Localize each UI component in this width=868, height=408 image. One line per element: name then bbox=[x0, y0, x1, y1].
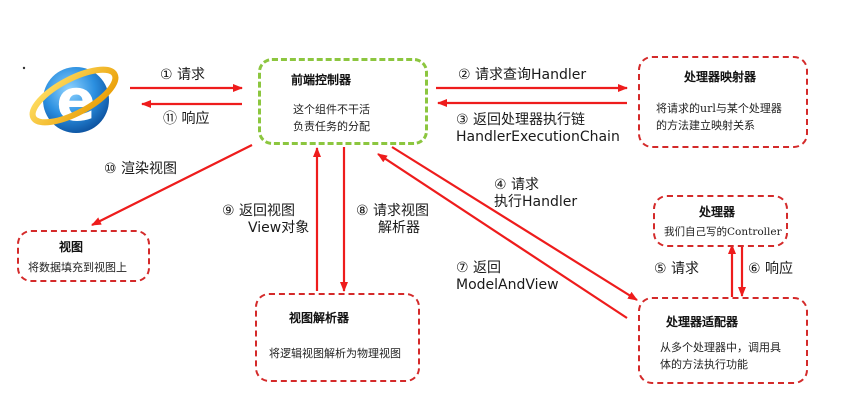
front-controller-title: 前端控制器 bbox=[291, 73, 352, 87]
step-1-line-1: ① 请求 bbox=[160, 67, 206, 83]
step-3-line-2: HandlerExecutionChain bbox=[456, 129, 620, 145]
step-7-line-1: ⑦ 返回 bbox=[456, 260, 502, 276]
step-8-label: ⑧ 请求视图 解析器 bbox=[356, 203, 429, 237]
view-title: 视图 bbox=[59, 240, 84, 254]
handler-box: 处理器 我们自己写的Controller bbox=[653, 195, 788, 247]
handler-adapter-desc-2: 体的方法执行功能 bbox=[660, 358, 748, 371]
step-5-label: ⑤ 请求 bbox=[654, 261, 699, 278]
step-11-line-1: ⑪ 响应 bbox=[163, 111, 210, 127]
front-controller-box: 前端控制器 这个组件不干活 负责任务的分配 bbox=[258, 58, 428, 145]
handler-adapter-title: 处理器适配器 bbox=[666, 315, 739, 329]
view-resolver-box: 视图解析器 将逻辑视图解析为物理视图 bbox=[255, 293, 420, 382]
view-resolver-desc: 将逻辑视图解析为物理视图 bbox=[269, 347, 401, 360]
dot-mark bbox=[22, 66, 26, 70]
step-5-line-1: ⑤ 请求 bbox=[654, 261, 700, 277]
step-1-label: ① 请求 bbox=[160, 67, 205, 84]
view-box: 视图 将数据填充到视图上 bbox=[17, 230, 150, 282]
step-4-line-1: ④ 请求 bbox=[494, 177, 540, 193]
handler-adapter-desc-1: 从多个处理器中，调用具 bbox=[660, 341, 781, 354]
step-6-label: ⑥ 响应 bbox=[748, 261, 793, 278]
step-8-line-1: ⑧ 请求视图 bbox=[356, 203, 430, 219]
step-10-line-1: ⑩ 渲染视图 bbox=[104, 161, 178, 177]
front-controller-desc-2: 负责任务的分配 bbox=[293, 120, 370, 133]
step-2-line-1: ② 请求查询Handler bbox=[458, 67, 587, 83]
view-desc: 将数据填充到视图上 bbox=[28, 261, 127, 274]
step-3-line-1: ③ 返回处理器执行链 bbox=[456, 112, 586, 128]
step-8-line-2: 解析器 bbox=[378, 220, 420, 236]
arrow-7-return-mav bbox=[377, 153, 628, 319]
step-11-label: ⑪ 响应 bbox=[163, 111, 209, 128]
step-9-line-2: View对象 bbox=[248, 220, 310, 236]
arrow-4-execute-handler bbox=[391, 146, 638, 301]
step-4-line-2: 执行Handler bbox=[494, 194, 578, 210]
step-2-label: ② 请求查询Handler bbox=[458, 67, 586, 84]
arrows bbox=[91, 84, 746, 319]
step-7-label: ⑦ 返回 ModelAndView bbox=[456, 260, 559, 294]
handler-desc: 我们自己写的Controller bbox=[664, 226, 782, 238]
handler-title: 处理器 bbox=[699, 205, 736, 219]
step-3-label: ③ 返回处理器执行链 HandlerExecutionChain bbox=[456, 112, 620, 146]
step-9-label: ⑨ 返回视图 View对象 bbox=[222, 203, 309, 237]
handler-mapping-title: 处理器映射器 bbox=[684, 70, 757, 84]
view-resolver-title: 视图解析器 bbox=[289, 311, 350, 325]
step-9-line-1: ⑨ 返回视图 bbox=[222, 203, 296, 219]
step-10-label: ⑩ 渲染视图 bbox=[104, 161, 177, 178]
handler-mapping-desc-2: 的方法建立映射关系 bbox=[656, 119, 755, 132]
handler-mapping-box: 处理器映射器 将请求的url与某个处理器 的方法建立映射关系 bbox=[638, 56, 808, 148]
internet-explorer-icon: e bbox=[29, 66, 119, 134]
step-6-line-1: ⑥ 响应 bbox=[748, 261, 794, 277]
step-7-line-2: ModelAndView bbox=[456, 277, 559, 293]
front-controller-desc-1: 这个组件不干活 bbox=[293, 103, 370, 116]
handler-adapter-box: 处理器适配器 从多个处理器中，调用具 体的方法执行功能 bbox=[638, 297, 808, 384]
handler-mapping-desc-1: 将请求的url与某个处理器 bbox=[656, 102, 782, 115]
step-4-label: ④ 请求 执行Handler bbox=[494, 177, 577, 211]
arrow-10-render-view bbox=[91, 144, 253, 226]
